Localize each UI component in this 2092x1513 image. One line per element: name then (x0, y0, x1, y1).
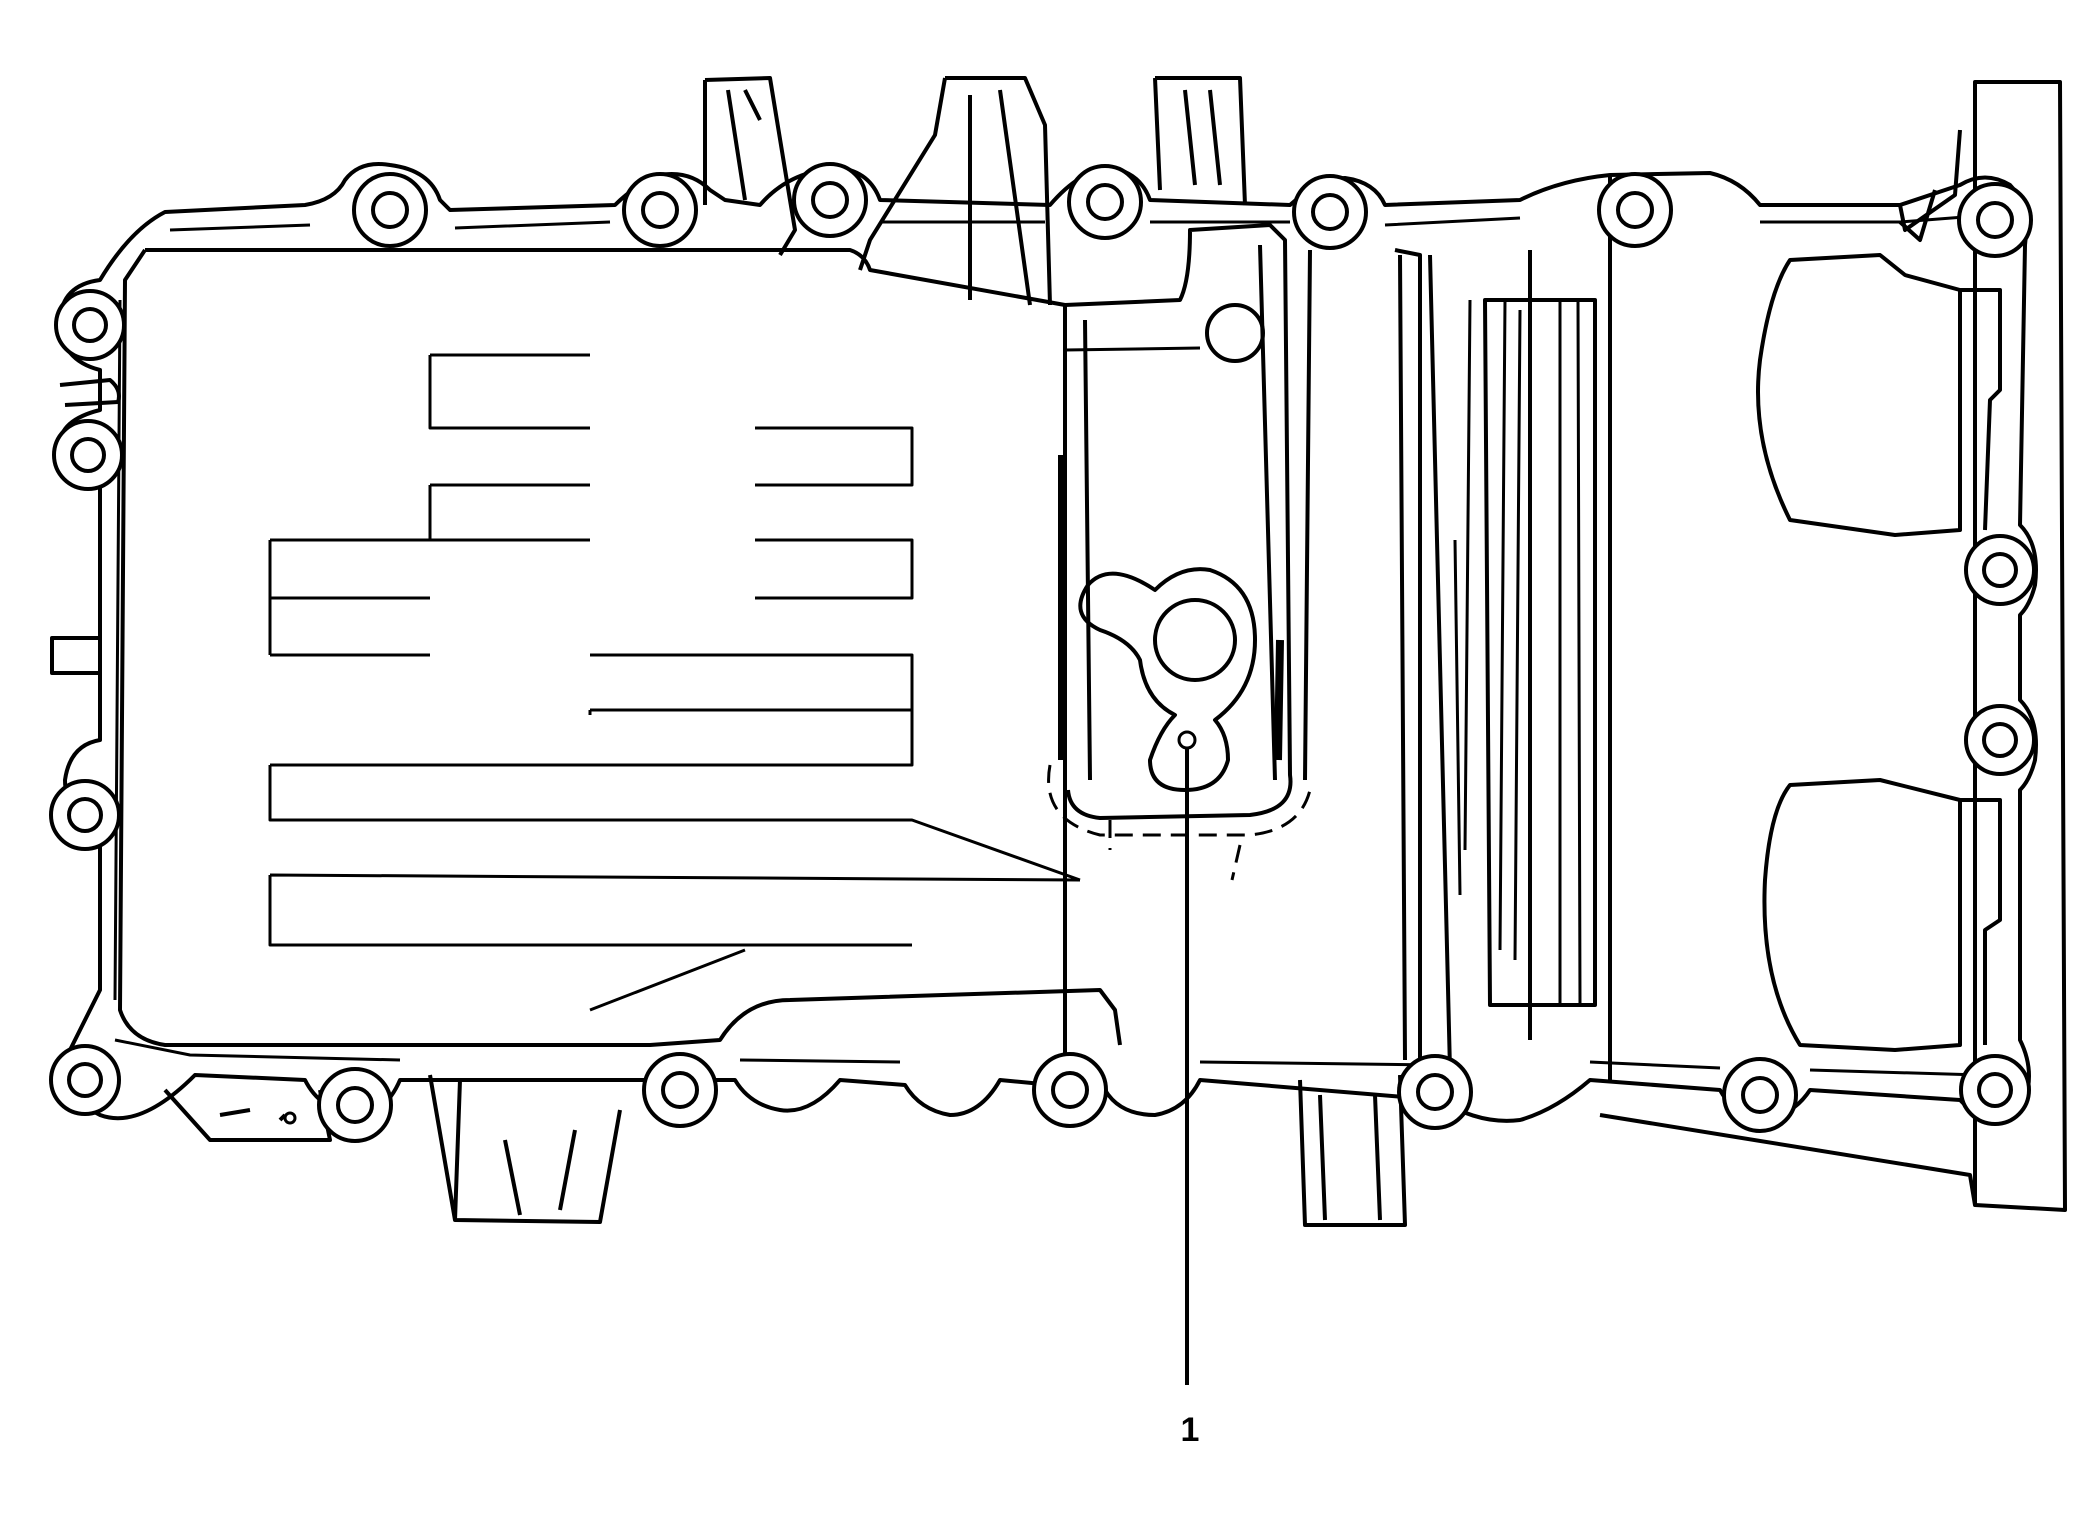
center-channel-dash (1047, 764, 1312, 881)
drain-plug (1153, 598, 1237, 682)
bolt-hole (1982, 722, 2018, 758)
bolt-hole (1977, 1072, 2013, 1108)
center-channel (1064, 223, 1312, 820)
drain-plug-center (1177, 730, 1197, 750)
bottom-left-brace (163, 1088, 332, 1142)
bolt-holes (49, 162, 2036, 1143)
bolt-hole (1311, 193, 1349, 231)
pan-flange-outline (58, 162, 2038, 1123)
bolt-hole (1086, 183, 1124, 221)
right-end-plate (1960, 80, 2067, 1212)
drain-plug-boss (1078, 567, 1257, 792)
breather-line (1064, 346, 1201, 352)
bolt-hole (661, 1071, 699, 1109)
bolt-hole (1616, 191, 1654, 229)
bolt-hole (336, 1086, 374, 1124)
right-section-ribs (1453, 299, 1582, 1006)
bolt-hole (1982, 552, 2018, 588)
right-corner-brace (1599, 129, 1977, 1206)
left-tab-notch (59, 378, 121, 407)
oil-pan-body (50, 76, 2067, 1227)
top-tab-right (1153, 76, 1247, 206)
bolt-hole (70, 437, 106, 473)
bolt-hole (72, 307, 108, 343)
bolt-hole (1051, 1071, 1089, 1109)
left-stud (50, 636, 102, 675)
bolt-hole (1976, 201, 2014, 239)
bottom-tab-center (1298, 1074, 1407, 1227)
top-tab-center (858, 76, 1052, 306)
baffle-lines (268, 353, 1081, 1012)
bolt-hole (1741, 1076, 1779, 1114)
bolt-hole (1416, 1073, 1454, 1111)
top-tab-left (703, 76, 797, 257)
center-channel-marks (1058, 455, 1284, 761)
bolt-hole (371, 191, 409, 229)
bolt-hole (67, 1062, 103, 1098)
breather-boss (1205, 303, 1265, 363)
bolt-hole (811, 181, 849, 219)
bolt-hole (641, 191, 679, 229)
callout-label-1: 1 (1180, 1411, 1200, 1449)
right-section-outline (1394, 175, 1612, 1080)
right-pocket-top (1756, 253, 1962, 537)
bottom-tab-left (428, 1074, 622, 1224)
bottom-small-hole (283, 1111, 297, 1125)
bolt-hole (67, 797, 103, 833)
right-pocket-bottom (1762, 778, 1962, 1052)
